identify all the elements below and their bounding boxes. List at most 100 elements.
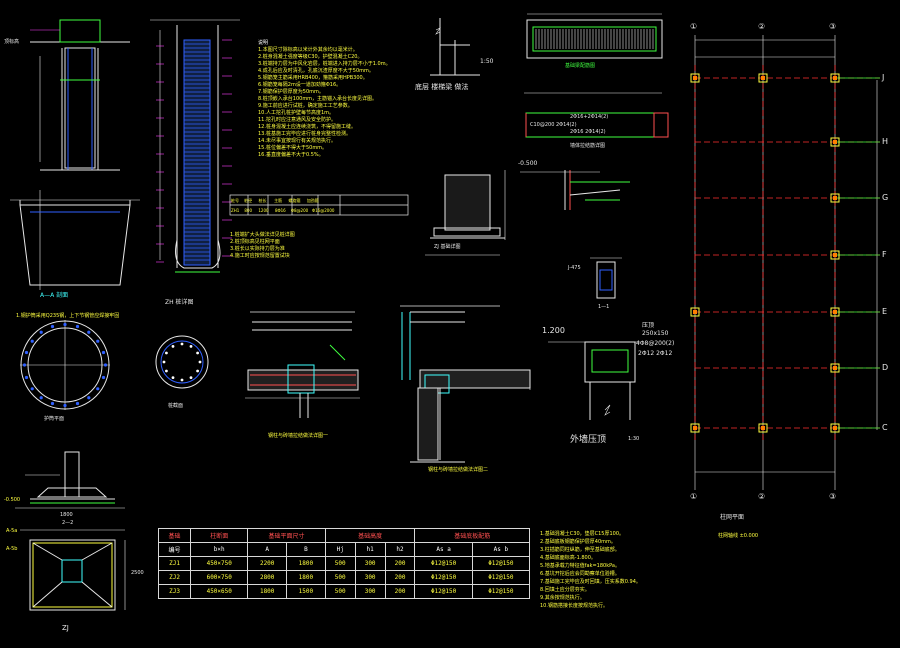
- foundation-beam-hatch: [535, 29, 654, 49]
- pile-note-line: 4.成孔后应及时清孔，孔底沉渣厚度不大于50mm。: [258, 68, 374, 74]
- pile-note-line: 2.桩身混凝土强度等级C30，护壁混凝土C20。: [258, 54, 363, 60]
- ring-bar: [101, 375, 106, 380]
- zj-label: ZJ: [62, 624, 69, 632]
- footing-note-line: 10.钢筋搭接长度按规范执行。: [540, 603, 608, 609]
- ring-bar: [50, 401, 55, 406]
- grid-axis-right: J: [882, 73, 885, 82]
- schedule-header-cell: 基础高度: [324, 528, 416, 543]
- ring-bar: [96, 339, 100, 343]
- footing-plan: [20, 529, 126, 611]
- pile-bar: [162, 360, 166, 364]
- footing-notes-block: 1.基础混凝土C30，垫层C15厚100。 2.基础底板钢筋保护层厚40mm。 …: [540, 530, 641, 610]
- casing-ring-bars: [22, 322, 108, 408]
- footing-schedule-table: 基础 柱断面 基础平面尺寸 基础高度 基础底板配筋 编号 b×h A B Hj …: [157, 528, 531, 599]
- pile-elev-label: ZH 桩详图: [165, 299, 194, 306]
- wall-cap-scale: 1:30: [628, 436, 640, 442]
- ring-bar: [63, 322, 67, 327]
- pile-bar: [165, 351, 168, 355]
- schedule-header-cell: 柱断面: [190, 528, 249, 543]
- grid-column: [758, 73, 768, 83]
- pile-small-note: 3.桩长以实际持力层为准: [230, 246, 285, 252]
- pile-note-line: 10.人工挖孔桩护壁每节高度1m。: [258, 110, 335, 116]
- casing-ring-plan: [20, 320, 110, 410]
- schedule-subheader-cell: b×h: [190, 542, 249, 557]
- plan-caption: 柱网平面: [720, 514, 745, 521]
- grid-column: [830, 250, 840, 260]
- grid-column-core: [833, 426, 837, 430]
- grid-axis-right: F: [882, 250, 887, 259]
- elevation-minus: -0.500: [518, 160, 538, 167]
- ring-bar: [24, 375, 29, 380]
- pile-bar: [196, 369, 199, 373]
- grid-axis-right: G: [882, 193, 889, 202]
- joint-2-caption: 钢柱与砖墙拉结做法详图二: [428, 467, 489, 473]
- footing-note-line: 5.地基承载力特征值fak=180kPa。: [540, 563, 620, 569]
- pile-small-note: 2.桩顶标高见柱网平面: [230, 239, 280, 245]
- grid-column-core: [693, 76, 697, 80]
- grid-column: [830, 307, 840, 317]
- grid-axis-right: C: [882, 423, 888, 432]
- pile-note-line: 16.垂直度偏差不大于0.5%。: [258, 152, 324, 158]
- pile-notes-block: 说明 1.本图尺寸除标高以米计外其余均以毫米计。 2.桩身混凝土强度等级C30，…: [258, 40, 391, 159]
- pile-stirrups: [184, 43, 210, 261]
- wall-cap-caption: 外墙压顶: [570, 435, 607, 445]
- wall-tie-detail: [520, 170, 630, 210]
- schedule-subheader-cell: As b: [471, 542, 531, 557]
- ring-bar: [39, 330, 43, 334]
- grid-axis-right: E: [882, 307, 888, 316]
- plate-title: 压顶: [642, 322, 655, 329]
- beam-mid-text-2: C10@200 2Φ14(2): [530, 122, 577, 128]
- pile-bar: [196, 351, 199, 355]
- grid-axis-top-2: ②: [758, 22, 766, 31]
- schedule-subheader-cell: As a: [414, 542, 473, 557]
- pile-small-notes: 1.桩端扩大头做法详见桩详图 2.桩顶标高见柱网平面 3.桩长以实际持力层为准 …: [230, 232, 295, 260]
- pile-note-line: 说明: [258, 40, 269, 46]
- pile-dimension-ticks: [156, 39, 232, 263]
- section-11-detail: [590, 257, 622, 299]
- pile-small-note: 1.桩端扩大头做法详见桩详图: [230, 232, 295, 238]
- beam-column-joint-2: [400, 305, 531, 463]
- ring-bar: [87, 330, 91, 334]
- pile-note-line: 1.本图尺寸除标高以米计外其余均以毫米计。: [258, 47, 358, 53]
- footing-section: [15, 451, 125, 509]
- footing-note-line: 6.基坑开挖后应会同勘察单位验槽。: [540, 571, 620, 577]
- wall-note: 顶标高: [4, 39, 20, 45]
- wall-cap-section: [548, 341, 640, 420]
- schedule-subheader-cell: 编号: [157, 542, 192, 557]
- footing-note-line: 2.基础底板钢筋保护层厚40mm。: [540, 539, 616, 545]
- ring-bar: [39, 396, 43, 400]
- schedule-subheader-cell: B: [286, 542, 326, 557]
- grid-axis-bottom-1: ①: [690, 492, 698, 501]
- pile-table-frame: [229, 194, 409, 216]
- pile-table-text: 桩号 桩径 桩长 主筋 螺旋箍 加劲箍 ZH1 800 1200 8Φ16 Φ8…: [231, 196, 334, 216]
- footing-note-line: 3.柱插筋同柱纵筋，伸至基础底部。: [540, 547, 620, 553]
- footing-elev-top: -0.500: [4, 497, 21, 503]
- footing-note-line: 8.回填土应分层夯实。: [540, 587, 590, 593]
- axis-a5a: A-5a: [6, 528, 18, 534]
- ring-bar: [63, 403, 67, 408]
- grid-column: [690, 423, 700, 433]
- grid-column: [830, 137, 840, 147]
- stair-beam-detail: [430, 18, 480, 76]
- schedule-header-cell: 基础平面尺寸: [247, 528, 326, 543]
- ring-bar: [75, 324, 80, 329]
- pile-note-line: 15.桩位偏差不得大于50mm。: [258, 145, 328, 151]
- grid-axis-top-3: ③: [829, 22, 837, 31]
- ring-bar: [87, 396, 91, 400]
- pile-note-line: 6.钢筋笼每隔2m设一道加劲箍Φ16。: [258, 82, 342, 88]
- section-aa-label: A—A 剖面: [40, 292, 69, 299]
- footing-note-line: 4.基础底面标高-1.800。: [540, 555, 596, 561]
- j475-label: J-475: [568, 265, 581, 271]
- axis-a5b: A-5b: [6, 546, 18, 552]
- dim-2500: 2500: [131, 570, 144, 576]
- joint-1-caption: 钢柱与砖墙拉结做法详图一: [268, 433, 329, 439]
- grid-column-core: [833, 253, 837, 257]
- grid-column: [830, 193, 840, 203]
- grid-column: [758, 423, 768, 433]
- ring-bar: [50, 324, 55, 329]
- pile-note-line: 14.未尽事宜按现行有关规范执行。: [258, 138, 336, 144]
- grid-column: [830, 363, 840, 373]
- pile-bar: [165, 369, 168, 373]
